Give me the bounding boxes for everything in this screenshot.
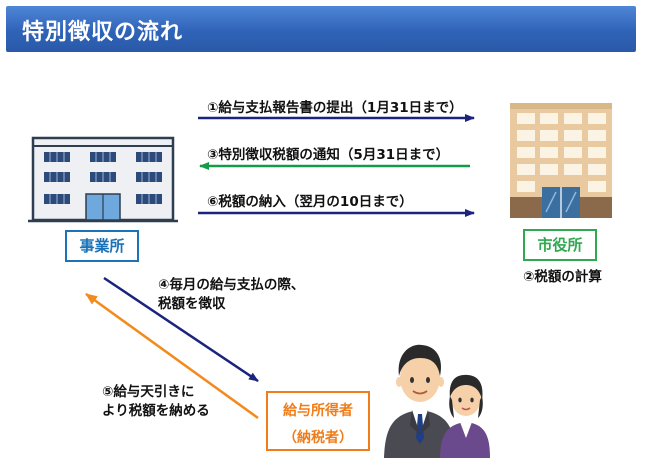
taxpayers-illustration bbox=[384, 344, 490, 458]
office-box: 事業所 bbox=[65, 230, 139, 262]
step4-label-line2: 税額を徴収 bbox=[158, 296, 226, 312]
employee-box: 給与所得者 （納税者） bbox=[266, 391, 370, 451]
office-building-icon bbox=[28, 136, 178, 223]
arrow-step5 bbox=[85, 292, 259, 420]
city-hall-building-icon bbox=[510, 103, 612, 218]
businessman-icon bbox=[384, 344, 456, 458]
step3-label: ③特別徴収税額の通知（5月31日まで） bbox=[207, 147, 450, 163]
city-hall-box: 市役所 bbox=[523, 229, 597, 261]
arrow-step4 bbox=[103, 276, 259, 383]
step1-label: ①給与支払報告書の提出（1月31日まで） bbox=[207, 100, 463, 116]
city-hall-label: 市役所 bbox=[537, 236, 583, 254]
step2-label: ②税額の計算 bbox=[523, 269, 602, 285]
step6-label: ⑥税額の納入（翌月の10日まで） bbox=[207, 194, 413, 210]
office-label: 事業所 bbox=[79, 237, 125, 255]
step5-label-line1: ⑤給与天引きに bbox=[102, 384, 195, 400]
step4-label-line1: ④毎月の給与支払の際、 bbox=[158, 277, 305, 293]
title-bar: 特別徴収の流れ bbox=[6, 6, 636, 52]
step5-label-line2: より税額を納める bbox=[102, 403, 210, 419]
employee-label-line2: （納税者） bbox=[283, 430, 353, 446]
page-title: 特別徴収の流れ bbox=[22, 20, 184, 45]
employee-label-line1: 給与所得者 bbox=[283, 403, 353, 419]
businesswoman-icon bbox=[440, 374, 490, 458]
